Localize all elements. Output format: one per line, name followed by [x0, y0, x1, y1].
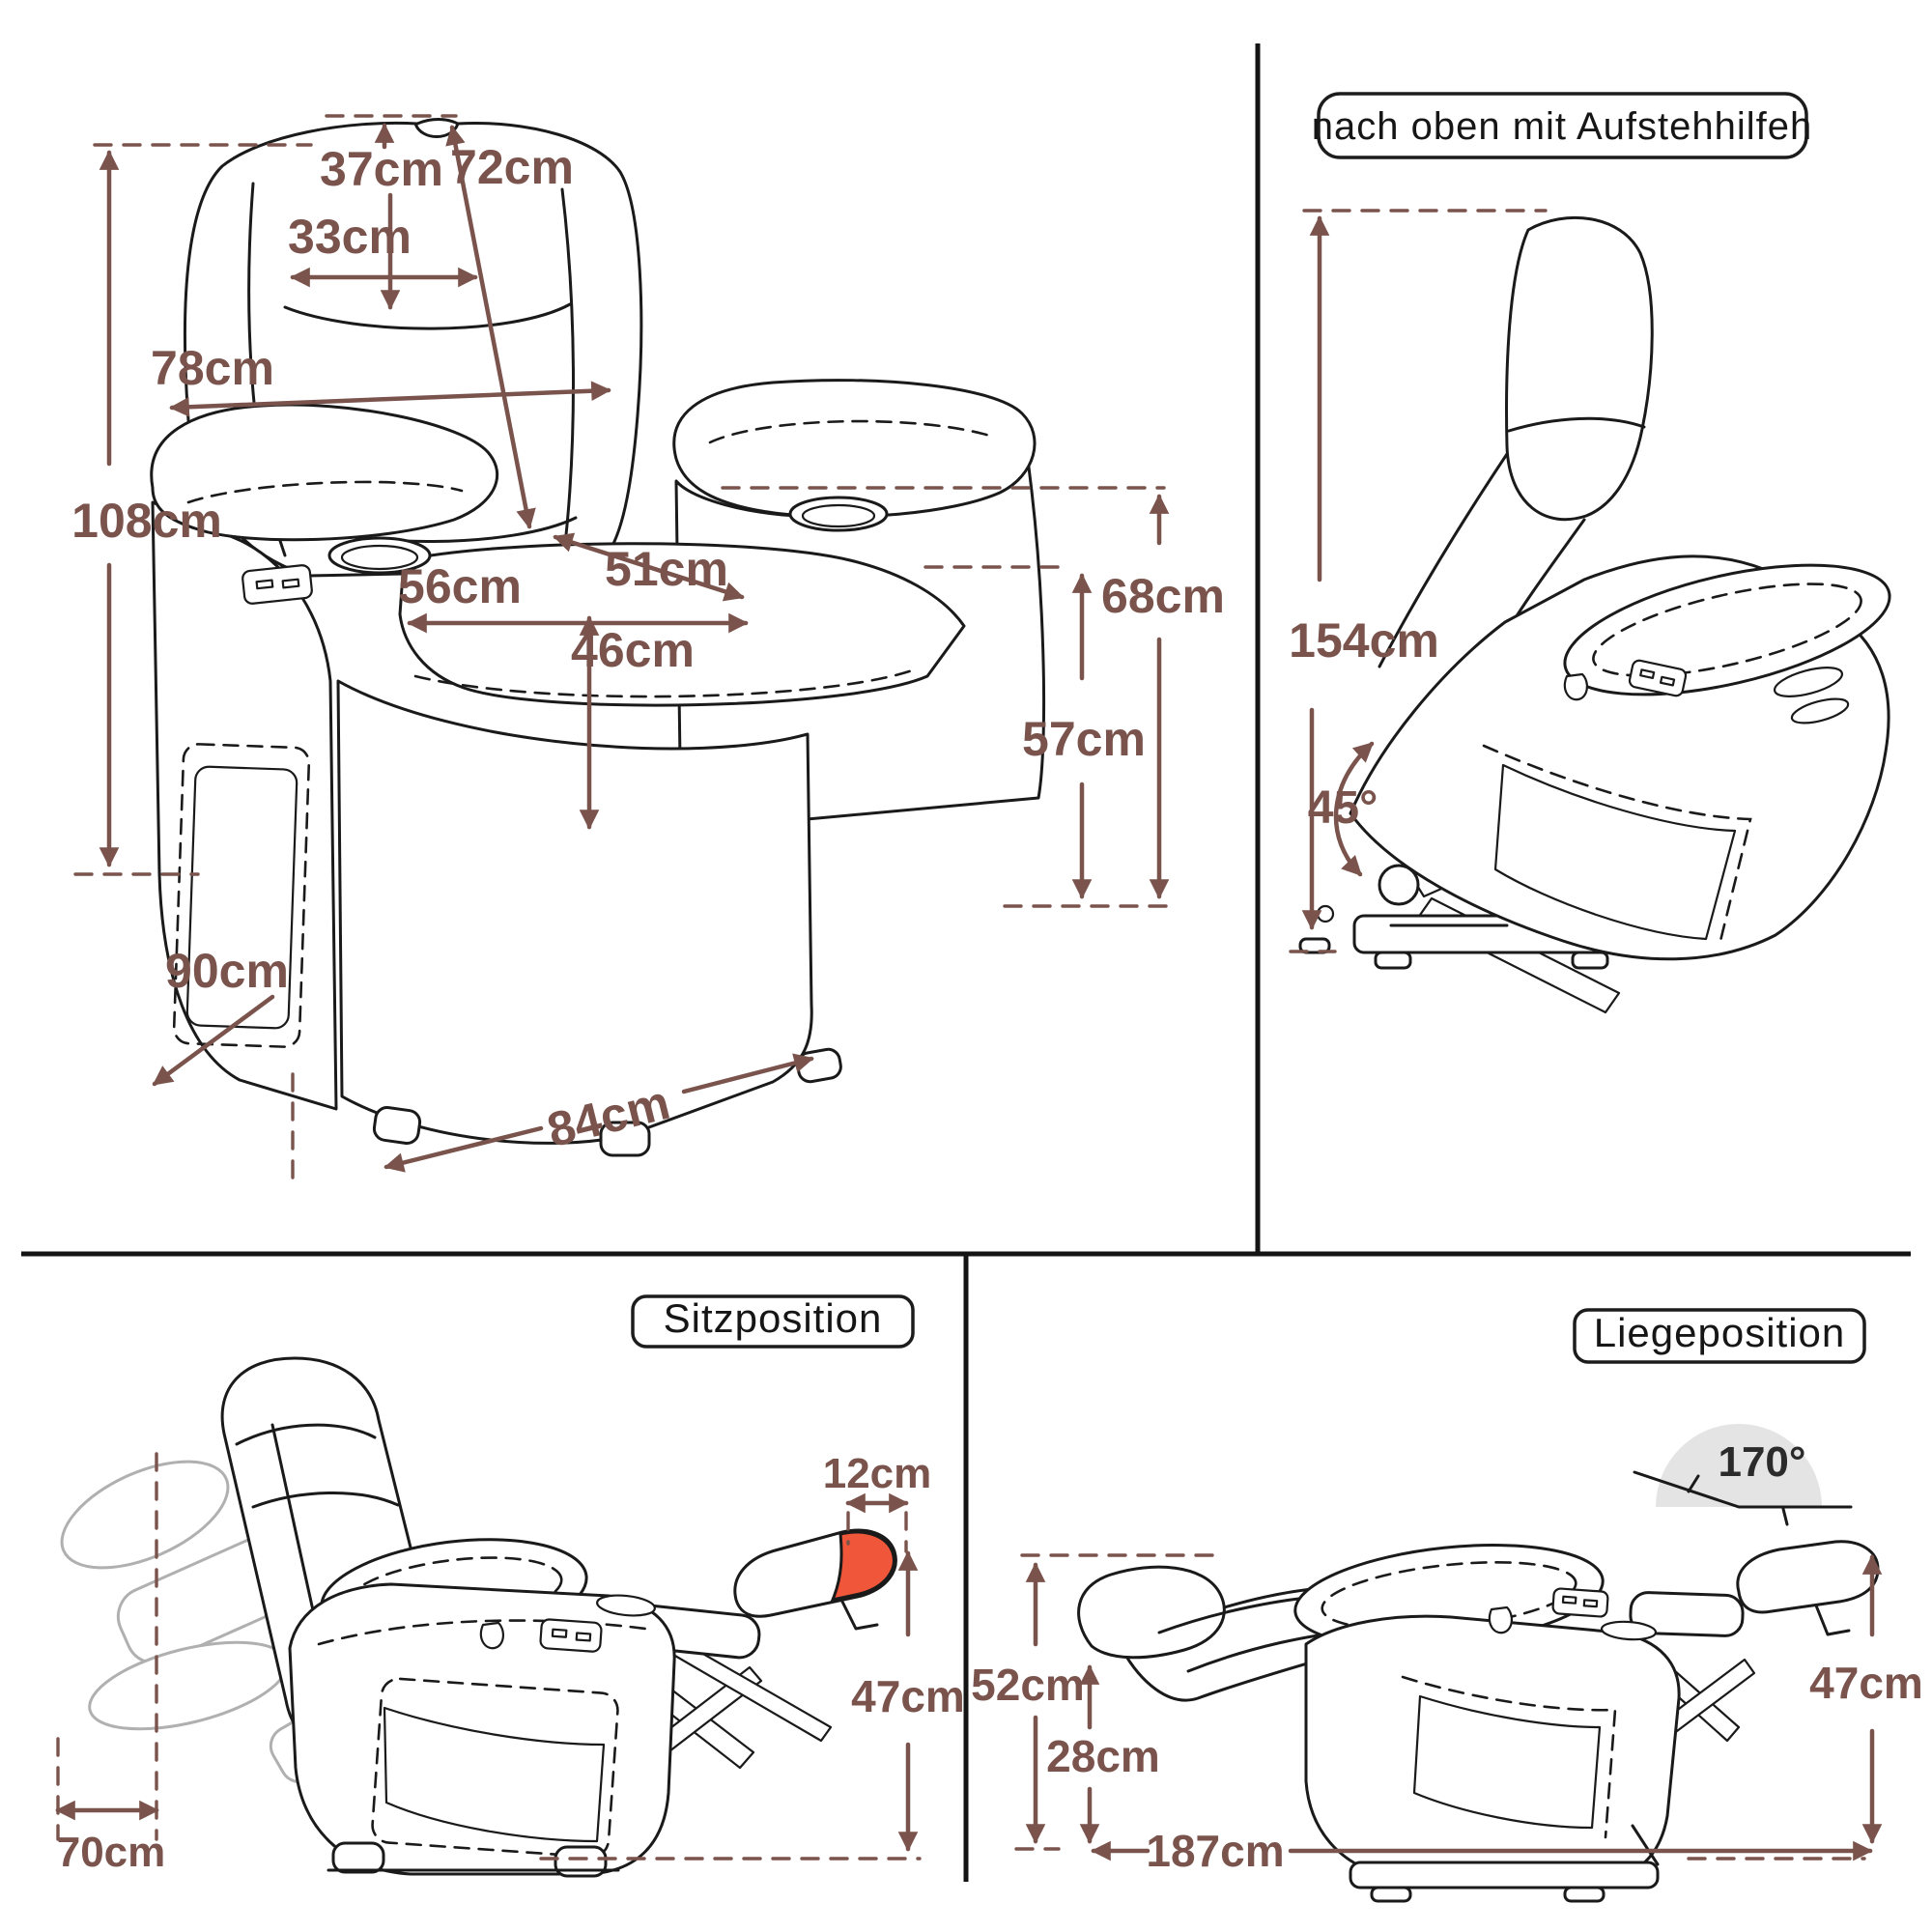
usb-panel-icon	[242, 564, 313, 605]
panel-dividers	[21, 43, 1911, 1882]
dim-recline-back-height: 52cm	[971, 1660, 1085, 1710]
liege-dimensions: 52cm 28cm 187cm 47cm	[971, 1553, 1923, 1876]
dim-lift-angle: 45°	[1308, 782, 1378, 834]
sitz-title: Sitzposition	[664, 1295, 883, 1341]
dim-armrest-height: 68cm	[1101, 569, 1225, 623]
sitz-title-box: Sitzposition	[631, 1294, 915, 1349]
dim-total-height: 108cm	[71, 494, 222, 548]
dim-footrest-height: 47cm	[851, 1671, 965, 1721]
dim-headrest-height: 37cm	[320, 142, 443, 196]
dim-lift-height: 154cm	[1289, 613, 1439, 668]
lift-chair-illustration	[1298, 215, 1891, 1014]
recline-angle-indicator: 170°	[1633, 1424, 1853, 1526]
footrest-tip-highlight	[830, 1530, 895, 1603]
lift-title-box: nach oben mit Aufstehhilfeh	[1312, 92, 1812, 159]
dim-wall-clearance: 70cm	[57, 1829, 166, 1876]
liege-chair-illustration	[1077, 1540, 1880, 1903]
liege-title-box: Liegeposition	[1573, 1308, 1866, 1364]
dim-cupholder-height: 57cm	[1022, 712, 1146, 766]
dim-seat-width: 56cm	[398, 559, 522, 613]
dim-back-width: 78cm	[151, 341, 274, 395]
front-view-dimensions: 108cm 90cm 37cm 72cm 33cm 78cm 51cm 56cm	[71, 114, 1225, 1184]
quadrant-front-view: 108cm 90cm 37cm 72cm 33cm 78cm 51cm 56cm	[71, 114, 1225, 1184]
lift-title: nach oben mit Aufstehhilfeh	[1312, 105, 1812, 148]
sitz-dimensions: 12cm 47cm 70cm	[55, 1450, 965, 1876]
dim-depth: 90cm	[165, 944, 289, 998]
lift-dimensions: 154cm 45°	[1289, 209, 1548, 953]
dim-backrest-length: 72cm	[450, 140, 574, 194]
dim-recline-angle: 170°	[1718, 1438, 1805, 1486]
usb-panel-icon	[539, 1618, 603, 1653]
dim-recline-footrest-height: 47cm	[1809, 1658, 1923, 1708]
dim-recline-seat-height: 28cm	[1046, 1731, 1160, 1781]
dim-footrest-tip-width: 12cm	[823, 1450, 932, 1497]
sitz-chair-illustration	[220, 1356, 897, 1878]
quadrant-lift-position: nach oben mit Aufstehhilfeh	[1289, 92, 1891, 1014]
liege-title: Liegeposition	[1594, 1310, 1846, 1355]
quadrant-sitzposition: Sitzposition	[55, 1294, 965, 1878]
usb-panel-icon	[1628, 659, 1688, 697]
usb-panel-icon	[1551, 1587, 1609, 1618]
dim-recline-total-length: 187cm	[1146, 1826, 1284, 1876]
quadrant-liegeposition: Liegeposition 170°	[971, 1308, 1923, 1903]
dim-headrest-width: 33cm	[288, 210, 412, 264]
